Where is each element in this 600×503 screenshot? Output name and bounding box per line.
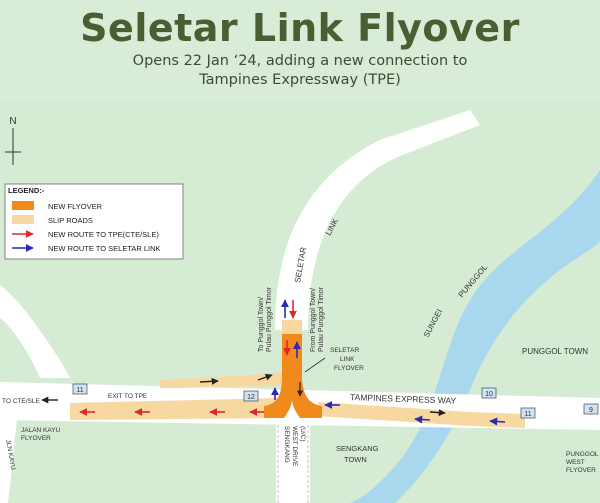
legend-swatch-slip xyxy=(12,215,34,224)
label-sengkang-west-2: WEST DRIVE xyxy=(291,426,298,467)
label-flyover-1: SELETAR xyxy=(330,347,359,354)
label-sengkang-west-1: SENGKANG xyxy=(283,426,290,463)
seletar-link-flyover xyxy=(264,328,322,418)
route-arrow-blue-e3 xyxy=(489,417,506,426)
flyover-ramp-top xyxy=(282,320,302,334)
slip-road-east xyxy=(318,402,525,428)
traffic-arrow-ne xyxy=(257,373,273,381)
label-from-punggol-2: Pulau Punggol Timor xyxy=(318,286,325,352)
legend-label-flyover: NEW FLYOVER xyxy=(48,202,103,211)
sungei-punggol-river xyxy=(350,170,600,503)
label-to-punggol-2: Pulau Punggol Timor xyxy=(266,286,273,352)
exit-sign-11-east: 11 xyxy=(520,407,536,419)
legend-label-blue: NEW ROUTE TO SELETAR LINK xyxy=(48,244,161,253)
label-exit-tpe: EXIT TO TPE xyxy=(108,393,148,400)
label-jalan-kayu-1: JALAN KAYU xyxy=(21,427,61,434)
svg-text:9: 9 xyxy=(589,407,593,414)
label-sengkang-town-1: SENGKANG xyxy=(336,444,379,453)
svg-text:11: 11 xyxy=(524,411,531,418)
svg-text:12: 12 xyxy=(247,394,255,401)
label-flyover-2: LINK xyxy=(340,356,355,363)
route-arrow-blue-e2 xyxy=(414,415,431,424)
seletar-link-road xyxy=(275,110,480,330)
label-tpe: TAMPINES EXPRESS WAY xyxy=(350,392,457,406)
label-jalan-kayu-2: FLYOVER xyxy=(21,435,51,442)
slip-road-west xyxy=(70,398,280,420)
poster-title: Seletar Link Flyover xyxy=(80,6,520,50)
legend-label-red: NEW ROUTE TO TPE(CTE/SLE) xyxy=(48,230,159,239)
exit-sign-10: 10 xyxy=(481,387,497,399)
legend: LEGEND:- NEW FLYOVER SLIP ROADS NEW ROUT… xyxy=(4,183,184,260)
svg-text:10: 10 xyxy=(485,391,493,398)
label-flyover-3: FLYOVER xyxy=(334,365,364,372)
label-punggol-town: PUNGGOL TOWN xyxy=(522,347,588,356)
exit-sign-9: 9 xyxy=(583,403,599,415)
poster-subtitle: Opens 22 Jan ‘24, adding a new connectio… xyxy=(0,52,600,90)
exit-sign-12: 12 xyxy=(243,390,259,402)
label-punggol-west-1: PUNGGOL xyxy=(566,451,599,458)
label-punggol-west-3: FLYOVER xyxy=(566,467,596,474)
label-to-punggol-1: To Punggol Town/ xyxy=(258,297,265,352)
label-sengkang-town-2: TOWN xyxy=(344,455,367,464)
svg-text:11: 11 xyxy=(76,387,83,394)
subtitle-line-1: Opens 22 Jan ‘24, adding a new connectio… xyxy=(132,53,468,69)
label-to-cte: TO CTE/SLE xyxy=(2,398,40,405)
exit-sign-11-west: 11 xyxy=(72,383,88,395)
legend-title: LEGEND:- xyxy=(8,186,45,195)
north-arrow-icon: N xyxy=(5,116,21,165)
jalan-kayu-road xyxy=(0,285,70,378)
legend-swatch-flyover xyxy=(12,201,34,210)
label-punggol-west-2: WEST xyxy=(566,459,585,466)
slip-road-northwest xyxy=(160,372,282,388)
legend-label-slip: SLIP ROADS xyxy=(48,216,93,225)
traffic-arrow-tpe-east xyxy=(429,409,446,417)
compass-label: N xyxy=(9,116,16,127)
traffic-arrow-east xyxy=(199,377,219,385)
jln-kayu-road xyxy=(0,410,18,503)
label-sengkang-west-3: (U/C) xyxy=(299,426,306,442)
subtitle-line-2: Tampines Expressway (TPE) xyxy=(199,72,401,88)
label-from-punggol-1: From Punggol Town/ xyxy=(310,288,317,352)
